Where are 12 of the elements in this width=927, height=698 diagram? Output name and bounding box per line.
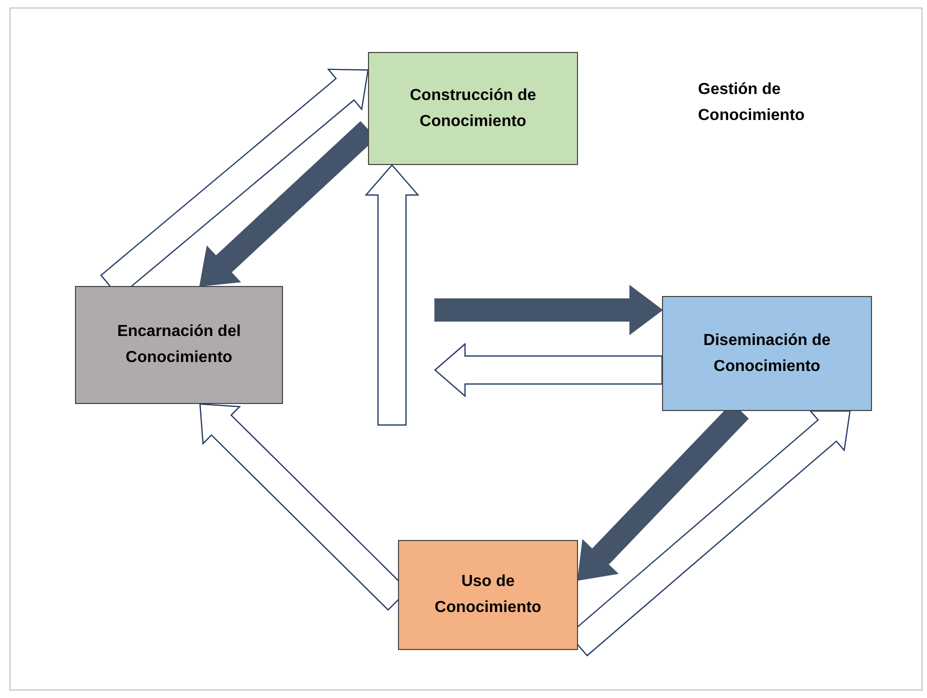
process-box [75, 286, 283, 404]
block-arrow [434, 284, 663, 336]
box-label: Uso de Conocimiento [434, 572, 542, 618]
box-label: Encarnación del Conocimiento [116, 322, 242, 368]
block-arrow [434, 342, 663, 398]
block-arrow [364, 164, 420, 426]
box-label: Construcción de Conocimiento [408, 86, 538, 132]
process-box [662, 296, 872, 411]
process-box [398, 540, 578, 650]
diagram-title: Gestión de Conocimiento [698, 80, 806, 126]
box-label: Diseminación de Conocimiento [702, 330, 832, 376]
process-box [368, 52, 578, 165]
